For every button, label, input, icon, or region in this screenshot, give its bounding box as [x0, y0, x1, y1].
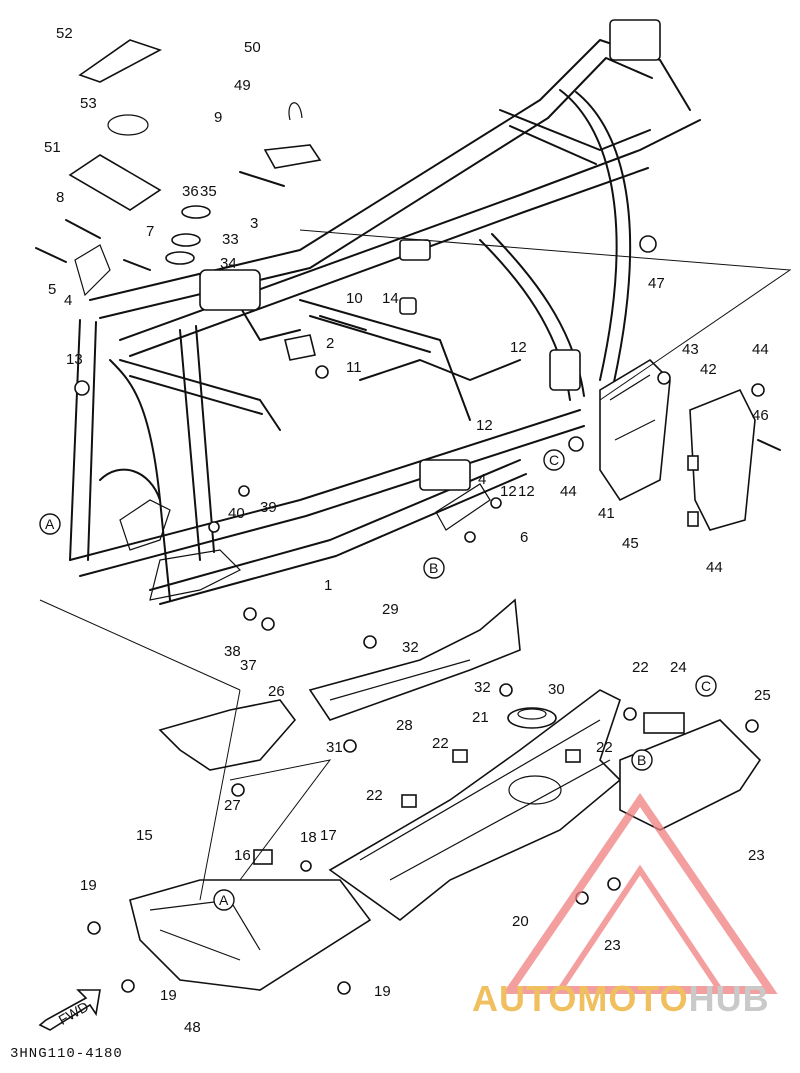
callout-41: 41 — [598, 505, 615, 522]
callout-31: 31 — [326, 739, 343, 756]
callout-22: 22 — [432, 735, 449, 752]
callout-42: 42 — [700, 361, 717, 378]
letter-tag-c: C — [695, 675, 717, 697]
letter-tag-a: A — [213, 889, 235, 911]
watermark-part-b: HUB — [688, 978, 770, 1019]
callout-44: 44 — [560, 483, 577, 500]
callout-38: 38 — [224, 643, 241, 660]
callout-40: 40 — [228, 505, 245, 522]
letter-tag-c: C — [543, 449, 565, 471]
callout-54: 54 — [0, 0, 17, 4]
callout-20: 20 — [512, 913, 529, 930]
callout-17: 17 — [320, 827, 337, 844]
callout-19: 19 — [374, 983, 391, 1000]
callout-23: 23 — [748, 847, 765, 864]
callout-35: 35 — [200, 183, 217, 200]
callout-52: 52 — [56, 25, 73, 42]
skid-plates — [87, 598, 762, 995]
callout-33: 33 — [222, 231, 239, 248]
callout-14: 14 — [382, 290, 399, 307]
upper-small-parts — [35, 39, 417, 396]
callout-9: 9 — [214, 109, 222, 126]
callout-27: 27 — [224, 797, 241, 814]
callout-51: 51 — [44, 139, 61, 156]
callout-36: 36 — [182, 183, 199, 200]
callout-12: 12 — [518, 483, 535, 500]
watermark-text: AUTOMOTOHUB — [472, 978, 770, 1020]
callout-18: 18 — [300, 829, 317, 846]
callout-12: 12 — [476, 417, 493, 434]
callout-28: 28 — [396, 717, 413, 734]
svg-text:B: B — [429, 560, 438, 576]
callout-19: 19 — [160, 987, 177, 1004]
letter-tag-b: B — [423, 557, 445, 579]
callout-21: 21 — [472, 709, 489, 726]
callout-26: 26 — [268, 683, 285, 700]
callout-50: 50 — [244, 39, 261, 56]
callout-5: 5 — [48, 281, 56, 298]
callout-7: 7 — [146, 223, 154, 240]
guide-lines — [39, 229, 792, 901]
diagram-code: 3HNG110-4180 — [10, 1046, 123, 1062]
callout-12: 12 — [510, 339, 527, 356]
callout-3: 3 — [250, 215, 258, 232]
watermark-part-a: AUTOMOTO — [472, 978, 689, 1019]
svg-text:A: A — [45, 516, 55, 532]
callout-32: 32 — [402, 639, 419, 656]
watermark-logo — [502, 792, 778, 994]
callout-39: 39 — [260, 499, 277, 516]
letter-tag-b: B — [631, 749, 653, 771]
callout-19: 19 — [80, 877, 97, 894]
callout-24: 24 — [670, 659, 687, 676]
callout-23: 23 — [604, 937, 621, 954]
callout-47: 47 — [648, 275, 665, 292]
callout-22: 22 — [632, 659, 649, 676]
callout-15: 15 — [136, 827, 153, 844]
svg-text:A: A — [219, 892, 229, 908]
svg-text:B: B — [637, 752, 646, 768]
lower-bolts — [208, 483, 502, 631]
svg-text:C: C — [701, 678, 711, 694]
callout-2: 2 — [326, 335, 334, 352]
callout-30: 30 — [548, 681, 565, 698]
callout-53: 53 — [80, 95, 97, 112]
callout-37: 37 — [240, 657, 257, 674]
callout-49: 49 — [234, 77, 251, 94]
callout-10: 10 — [346, 290, 363, 307]
svg-text:C: C — [549, 452, 559, 468]
callout-44: 44 — [706, 559, 723, 576]
callout-45: 45 — [622, 535, 639, 552]
callout-8: 8 — [56, 189, 64, 206]
letter-tag-layer: A A B B C C — [39, 449, 717, 911]
fwd-arrow — [38, 989, 101, 1031]
callout-25: 25 — [754, 687, 771, 704]
callout-11: 11 — [346, 359, 362, 376]
callout-1: 1 — [324, 577, 332, 594]
right-bracket-parts — [568, 235, 781, 531]
letter-tag-a: A — [39, 513, 61, 535]
callout-29: 29 — [382, 601, 399, 618]
callout-22: 22 — [366, 787, 383, 804]
callout-22: 22 — [596, 739, 613, 756]
callout-6: 6 — [520, 529, 528, 546]
callout-4: 4 — [478, 471, 486, 488]
callout-16: 16 — [234, 847, 251, 864]
callout-34: 34 — [220, 255, 237, 272]
callout-48: 48 — [184, 1019, 201, 1036]
callout-44: 44 — [752, 341, 769, 358]
callout-4: 4 — [64, 292, 72, 309]
callout-32: 32 — [474, 679, 491, 696]
callout-13: 13 — [66, 351, 83, 368]
callout-12: 12 — [500, 483, 517, 500]
callout-46: 46 — [752, 407, 769, 424]
main-frame — [69, 19, 701, 605]
callout-43: 43 — [682, 341, 699, 358]
